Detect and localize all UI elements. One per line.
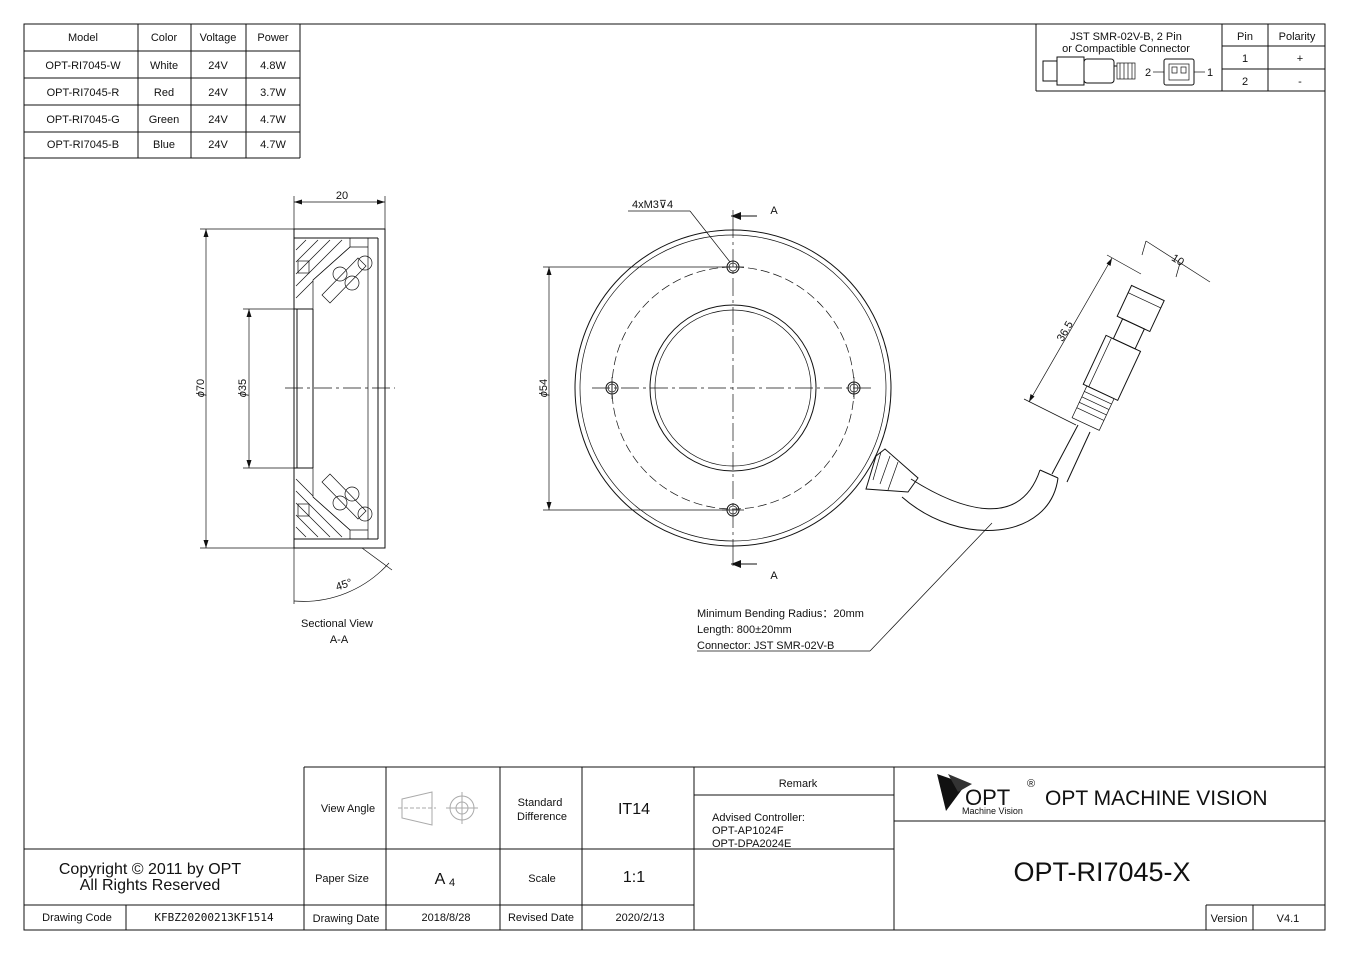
cell-polarity: + [1297, 53, 1303, 65]
drawing-border [23, 23, 1326, 931]
scale-value: 1:1 [623, 869, 645, 886]
dim-angle-45: 45° [334, 577, 354, 594]
cable-assembly [865, 240, 1211, 531]
logo-subtitle: Machine Vision [962, 806, 1023, 816]
version-label: Version [1211, 913, 1248, 925]
revised-date: 2020/2/13 [616, 912, 665, 924]
cell-voltage: 24V [208, 87, 228, 99]
dim-inner-diameter: ϕ35 [237, 379, 249, 397]
cell-color: Green [149, 114, 180, 126]
pin-label-1: 1 [1207, 67, 1213, 79]
logo-registered: ® [1027, 778, 1035, 790]
cell-power: 4.7W [260, 139, 286, 151]
copyright-line1: Copyright © 2011 by OPT [59, 861, 241, 878]
standard-label-line1: Standard [518, 797, 563, 809]
logo-text: OPT [965, 785, 1010, 810]
cable-note-connector: Connector: JST SMR-02V-B [697, 640, 834, 652]
standard-value: IT14 [618, 801, 650, 818]
mount-hole [605, 377, 619, 399]
cell-model: OPT-RI7045-W [45, 60, 121, 72]
header-model: Model [68, 32, 98, 44]
company-name: OPT MACHINE VISION [1045, 787, 1267, 810]
header-color: Color [151, 32, 178, 44]
drawing-code: KFBZ20200213KF1514 [154, 911, 274, 924]
header-pin: Pin [1237, 31, 1253, 43]
mount-hole [847, 377, 861, 399]
paper-size-sub: 4 [449, 877, 455, 889]
revised-date-label: Revised Date [508, 912, 574, 924]
cell-model: OPT-RI7045-B [47, 139, 119, 151]
standard-label-line2: Difference [517, 811, 567, 823]
view-angle-label: View Angle [321, 803, 375, 815]
drawing-date-label: Drawing Date [313, 913, 380, 925]
part-number: OPT-RI7045-X [1013, 857, 1190, 887]
title-block-lines [24, 766, 1325, 930]
dim-connector-width: 10 [1169, 252, 1186, 269]
header-voltage: Voltage [200, 32, 237, 44]
connector-title-line2: or Compactible Connector [1062, 43, 1190, 55]
paper-size-value: A [435, 871, 446, 888]
pin-label-2: 2 [1145, 67, 1151, 79]
cell-power: 4.8W [260, 60, 286, 72]
cable-note-bending-radius: Minimum Bending Radius：20mm [697, 608, 864, 620]
cell-polarity: - [1298, 76, 1302, 88]
copyright-line2: All Rights Reserved [80, 877, 221, 894]
remark-line3: OPT-DPA2024E [712, 838, 791, 850]
connector-sketch [1042, 56, 1205, 86]
cable-note-length: Length: 800±20mm [697, 624, 792, 636]
header-polarity: Polarity [1279, 31, 1316, 43]
section-mark-top: A [770, 205, 778, 217]
cell-model: OPT-RI7045-G [46, 114, 119, 126]
connector-title-line1: JST SMR-02V-B, 2 Pin [1070, 31, 1182, 43]
cell-voltage: 24V [208, 114, 228, 126]
section-mark-bottom: A [770, 570, 778, 582]
paper-size-label: Paper Size [315, 873, 369, 885]
cell-color: White [150, 60, 178, 72]
cell-power: 4.7W [260, 114, 286, 126]
dim-connector-length: 36.5 [1055, 319, 1076, 344]
cell-model: OPT-RI7045-R [47, 87, 120, 99]
remark-label: Remark [779, 778, 818, 790]
drawing-code-label: Drawing Code [42, 912, 112, 924]
model-table: Model Color Voltage Power OPT-RI7045-W W… [24, 24, 301, 159]
connector-table: JST SMR-02V-B, 2 Pin or Compactible Conn… [1035, 24, 1325, 92]
section-caption-line2: A-A [330, 634, 349, 646]
scale-label: Scale [528, 873, 556, 885]
remark-line1: Advised Controller: [712, 812, 805, 824]
version-value: V4.1 [1277, 913, 1300, 925]
cell-color: Red [154, 87, 174, 99]
sectional-view [200, 196, 395, 604]
opt-logo [937, 774, 972, 811]
dim-outer-diameter: ϕ70 [195, 379, 207, 397]
cell-voltage: 24V [208, 60, 228, 72]
cell-pin: 2 [1242, 76, 1248, 88]
remark-line2: OPT-AP1024F [712, 825, 784, 837]
cell-voltage: 24V [208, 139, 228, 151]
hole-callout: 4xM3⊽4 [632, 199, 673, 211]
cell-pin: 1 [1242, 53, 1248, 65]
cell-color: Blue [153, 139, 175, 151]
dim-width-20: 20 [336, 190, 348, 202]
drawing-date: 2018/8/28 [422, 912, 471, 924]
section-caption-line1: Sectional View [301, 618, 373, 630]
cell-power: 3.7W [260, 87, 286, 99]
dim-bolt-circle: ϕ54 [538, 379, 550, 397]
projection-symbol [398, 791, 478, 826]
header-power: Power [257, 32, 289, 44]
front-view [543, 210, 892, 568]
